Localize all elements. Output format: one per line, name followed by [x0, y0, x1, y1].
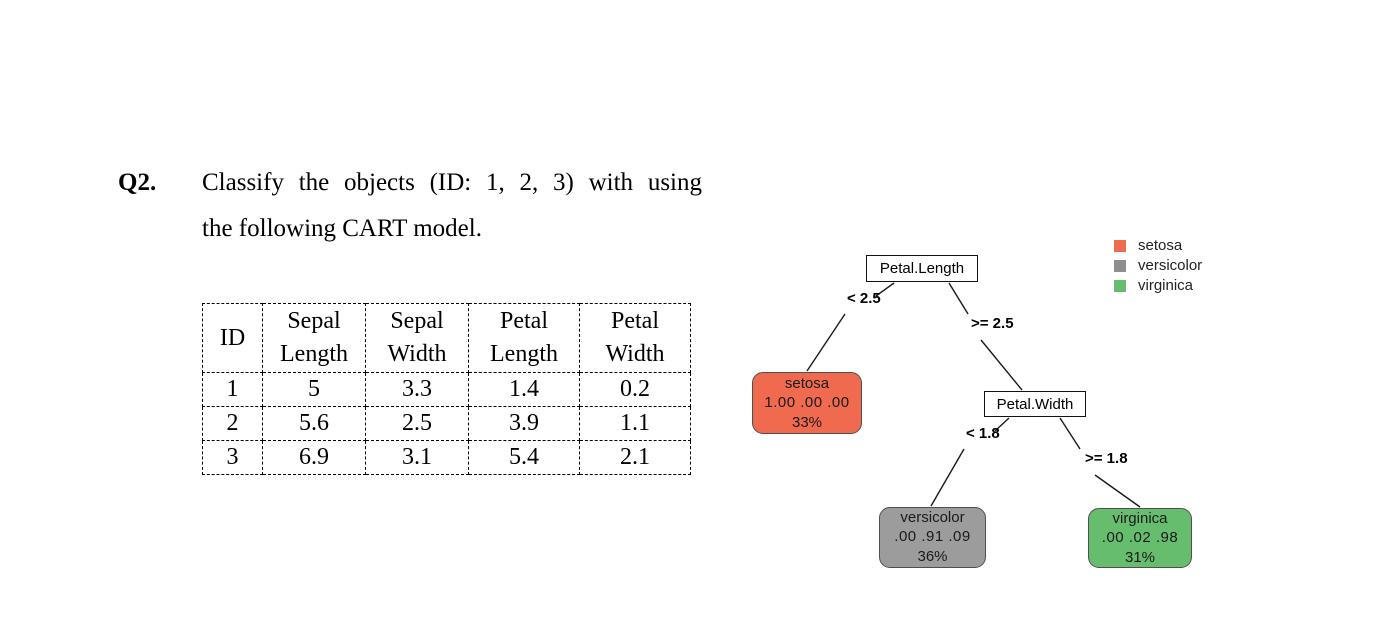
- cell-petal-width: 0.2: [579, 372, 691, 407]
- table-row: 2 5.6 2.5 3.9 1.1: [202, 406, 691, 441]
- question-line-1: Classify the objects (ID: 1, 2, 3) with …: [202, 169, 702, 196]
- column-header-sepal-width-line2: Width: [387, 341, 447, 367]
- question-number: Q2.: [118, 169, 157, 196]
- legend-swatch-icon-virginica: [1114, 280, 1126, 292]
- legend-item-versicolor: versicolor: [1114, 256, 1202, 276]
- cell-petal-length: 5.4: [468, 440, 580, 475]
- tree-node-petal-width[interactable]: Petal.Width: [984, 391, 1086, 417]
- column-header-petal-width-line2: Width: [605, 341, 665, 367]
- cell-sepal-length: 5.6: [262, 406, 366, 441]
- edge-label-root-right[interactable]: >= 2.5: [971, 315, 1014, 332]
- tree-leaf-virginica-probabilities: .00 .02 .98: [1101, 528, 1179, 546]
- tree-leaf-virginica[interactable]: virginica .00 .02 .98 31%: [1088, 508, 1192, 568]
- legend-label-versicolor: versicolor: [1138, 257, 1203, 274]
- table-header-row: ID Sepal Length Sepal Width Petal Length…: [202, 303, 691, 373]
- cell-petal-length: 1.4: [468, 372, 580, 407]
- cell-petal-width: 2.1: [579, 440, 691, 475]
- column-header-petal-width: Petal Width: [579, 303, 691, 373]
- edge-split2-right-upper: [1059, 417, 1081, 450]
- cell-petal-length: 3.9: [468, 406, 580, 441]
- tree-leaf-setosa-probabilities: 1.00 .00 .00: [764, 393, 850, 411]
- cell-sepal-width: 3.1: [365, 440, 469, 475]
- column-header-sepal-length-line1: Sepal: [287, 308, 341, 334]
- tree-leaf-virginica-class: virginica: [1112, 509, 1168, 527]
- edge-label-split2-right[interactable]: >= 1.8: [1085, 450, 1128, 467]
- tree-leaf-versicolor-percent: 36%: [917, 548, 948, 565]
- edge-split2-right-lower: [1094, 474, 1141, 508]
- table-row: 1 5 3.3 1.4 0.2: [202, 372, 691, 407]
- column-header-petal-length-line1: Petal: [500, 308, 548, 334]
- column-header-petal-length: Petal Length: [468, 303, 580, 373]
- legend-label-virginica: virginica: [1138, 277, 1194, 294]
- tree-node-petal-length-label: Petal.Length: [879, 260, 965, 277]
- legend-swatch-icon-setosa: [1114, 240, 1126, 252]
- iris-data-table: ID Sepal Length Sepal Width Petal Length…: [202, 303, 691, 475]
- cell-id: 1: [202, 372, 263, 407]
- tree-leaf-setosa[interactable]: setosa 1.00 .00 .00 33%: [752, 372, 862, 434]
- legend-item-setosa: setosa: [1114, 236, 1202, 256]
- cell-sepal-width: 3.3: [365, 372, 469, 407]
- tree-leaf-versicolor[interactable]: versicolor .00 .91 .09 36%: [879, 507, 986, 568]
- tree-leaf-versicolor-probabilities: .00 .91 .09: [894, 528, 971, 545]
- edge-label-root-left[interactable]: < 2.5: [847, 290, 881, 307]
- column-header-sepal-length-line2: Length: [280, 341, 348, 367]
- cell-sepal-length: 6.9: [262, 440, 366, 475]
- edge-root-right-lower: [980, 339, 1023, 391]
- legend-swatch-icon-versicolor: [1114, 260, 1126, 272]
- question-line-2: the following CART model.: [202, 215, 482, 242]
- question-text: Classify the objects (ID: 1, 2, 3) with …: [202, 160, 707, 252]
- edge-root-right-upper: [948, 282, 969, 315]
- column-header-sepal-length: Sepal Length: [262, 303, 366, 373]
- edge-root-left-lower: [806, 313, 846, 372]
- cell-id: 2: [202, 406, 263, 441]
- legend-label-setosa: setosa: [1138, 237, 1183, 254]
- column-header-id-line1: ID: [219, 324, 246, 351]
- table-row: 3 6.9 3.1 5.4 2.1: [202, 440, 691, 475]
- tree-node-petal-length[interactable]: Petal.Length: [866, 255, 978, 282]
- column-header-id: ID: [202, 303, 263, 373]
- column-header-sepal-width-line1: Sepal: [390, 308, 444, 334]
- class-legend: setosa versicolor virginica: [1114, 236, 1202, 296]
- column-header-petal-width-line1: Petal: [611, 308, 659, 334]
- tree-leaf-setosa-percent: 33%: [791, 413, 823, 431]
- legend-item-virginica: virginica: [1114, 276, 1202, 296]
- column-header-sepal-width: Sepal Width: [365, 303, 469, 373]
- tree-leaf-setosa-class: setosa: [784, 374, 830, 392]
- cell-petal-width: 1.1: [579, 406, 691, 441]
- tree-leaf-virginica-percent: 31%: [1124, 548, 1156, 566]
- edge-label-split2-left[interactable]: < 1.8: [966, 425, 1000, 442]
- cell-sepal-width: 2.5: [365, 406, 469, 441]
- cell-sepal-length: 5: [262, 372, 366, 407]
- edge-split2-left-lower: [930, 448, 965, 507]
- cell-id: 3: [202, 440, 263, 475]
- column-header-petal-length-line2: Length: [490, 341, 558, 367]
- tree-leaf-versicolor-class: versicolor: [900, 509, 965, 526]
- tree-node-petal-width-label: Petal.Width: [996, 395, 1074, 413]
